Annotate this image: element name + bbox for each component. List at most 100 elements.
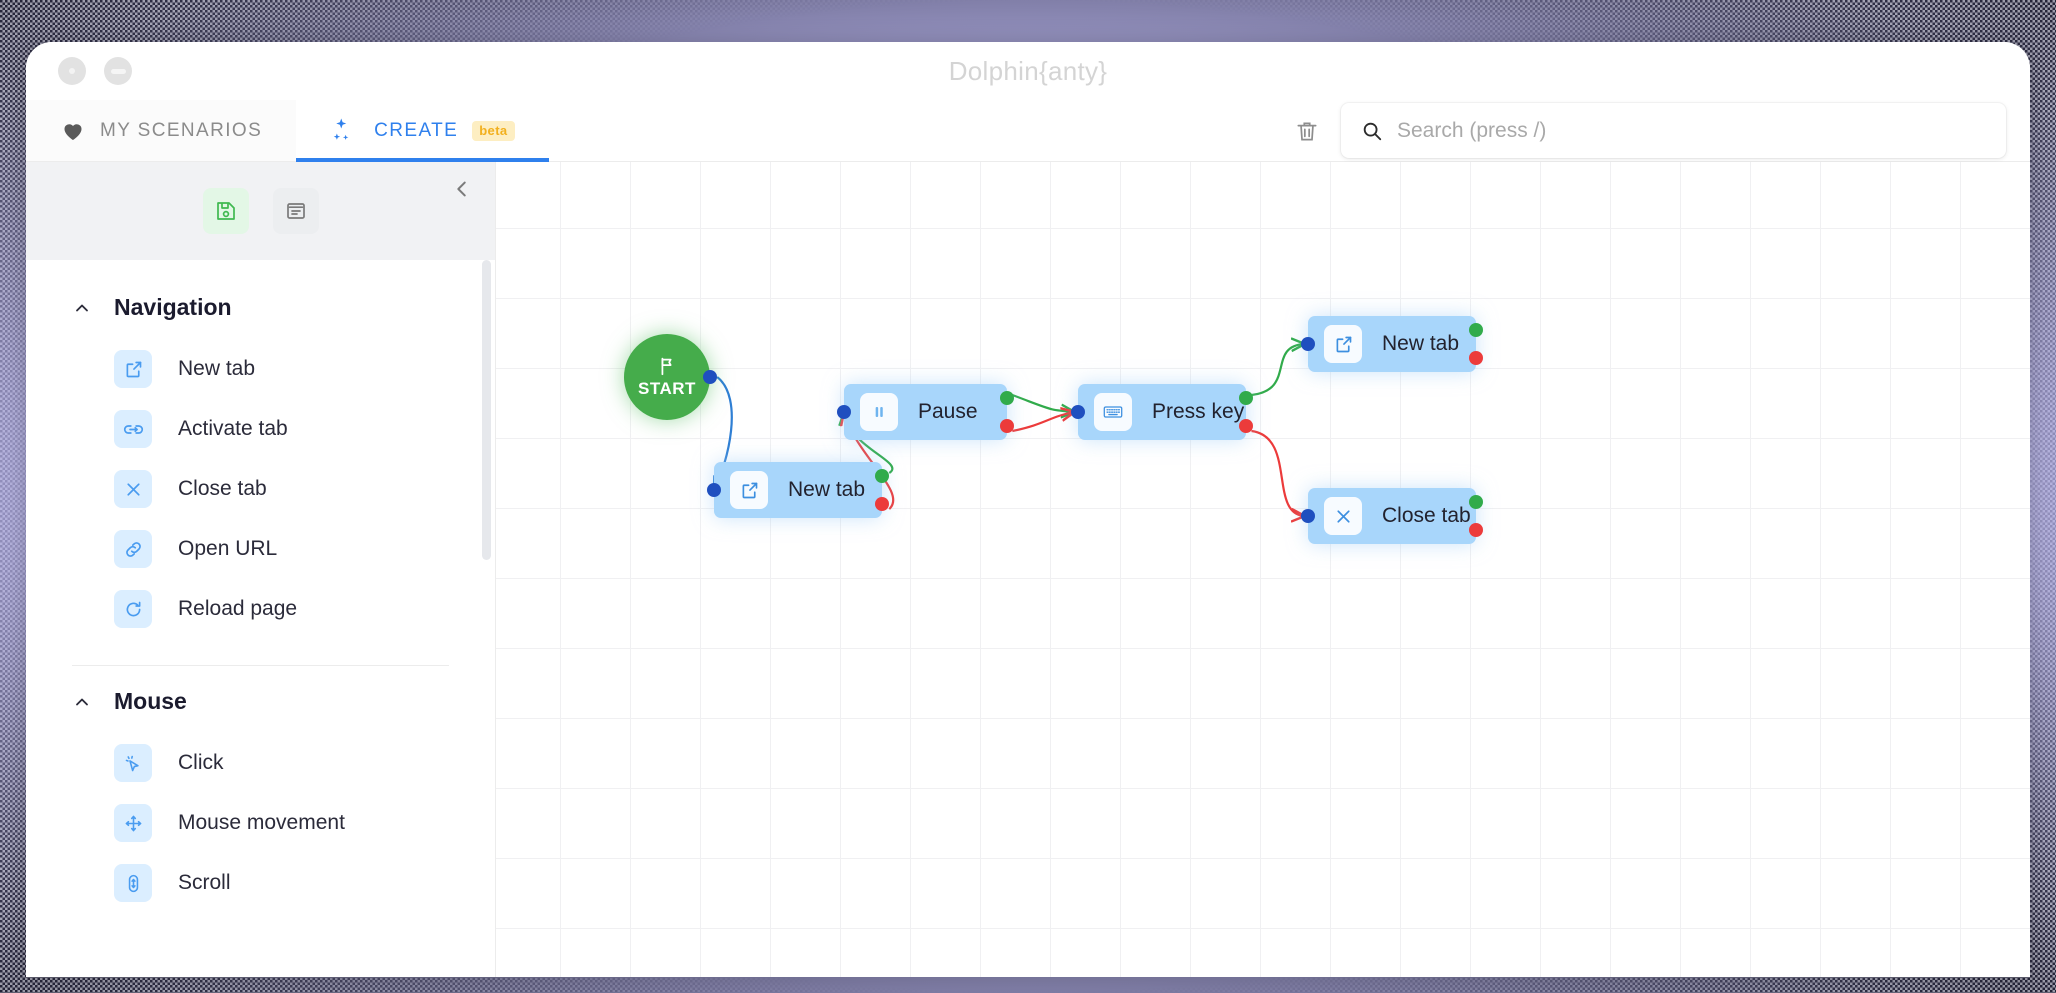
node-label: New tab <box>788 478 866 501</box>
template-button[interactable] <box>272 188 319 234</box>
tab-my-scenarios[interactable]: MY SCENARIOS <box>26 100 297 161</box>
minimize-button[interactable] <box>104 57 132 85</box>
trash-icon <box>1297 122 1317 141</box>
port-output-success[interactable] <box>1000 391 1014 405</box>
reload-circle-icon <box>114 590 152 628</box>
keyboard-icon <box>1094 393 1132 431</box>
pause-icon <box>860 393 898 431</box>
node-new-tab-1[interactable]: New tab <box>707 462 889 518</box>
sidebar-item-label: Click <box>178 751 224 774</box>
page-title: Dolphin{anty} <box>948 55 1108 86</box>
sidebar-item-new-tab[interactable]: New tab <box>26 339 495 399</box>
port-output-error[interactable] <box>1469 351 1483 365</box>
group-mouse: Mouse Click Mouse moveme <box>26 666 495 917</box>
sidebar-divider <box>72 665 449 666</box>
search-box[interactable] <box>1341 103 2006 158</box>
link-arrow-icon <box>114 410 152 448</box>
chevron-left-icon <box>457 181 466 197</box>
sidebar-item-close-tab[interactable]: Close tab <box>26 459 495 519</box>
node-close-tab[interactable]: Close tab <box>1301 488 1483 544</box>
tab-my-scenarios-label: MY SCENARIOS <box>100 119 263 141</box>
flow-canvas[interactable]: START New tab <box>496 162 2030 977</box>
edge-presskey-ok-newtab2 <box>1251 344 1304 397</box>
node-pause[interactable]: Pause <box>837 384 1014 440</box>
title-bar: Dolphin{anty} <box>26 42 2030 100</box>
document-template-icon <box>286 203 305 219</box>
port-output-error[interactable] <box>1239 419 1253 433</box>
sidebar-item-mouse-movement[interactable]: Mouse movement <box>26 793 495 853</box>
window-controls <box>58 57 132 85</box>
port-output-success[interactable] <box>1469 323 1483 337</box>
port-input[interactable] <box>837 405 851 419</box>
sidebar: Navigation New tab Activ <box>26 162 496 977</box>
sidebar-item-open-url[interactable]: Open URL <box>26 519 495 579</box>
chain-link-icon <box>114 530 152 568</box>
sidebar-item-label: Open URL <box>178 537 278 560</box>
port-output-success[interactable] <box>1469 495 1483 509</box>
group-mouse-header[interactable]: Mouse <box>26 666 495 733</box>
beta-badge: beta <box>472 120 515 141</box>
close-button[interactable] <box>58 57 86 85</box>
edge-presskey-err-closetab <box>1251 429 1304 516</box>
save-disk-icon <box>216 202 235 220</box>
sidebar-item-label: Reload page <box>178 597 298 620</box>
move-arrows-icon <box>114 804 152 842</box>
search-icon <box>1363 122 1382 140</box>
sidebar-item-scroll[interactable]: Scroll <box>26 853 495 913</box>
node-label: New tab <box>1382 332 1460 355</box>
sidebar-item-activate-tab[interactable]: Activate tab <box>26 399 495 459</box>
edge-pause-err-presskey <box>1012 412 1074 433</box>
port-start-output[interactable] <box>703 370 717 384</box>
sidebar-item-click[interactable]: Click <box>26 733 495 793</box>
sidebar-scrollbar[interactable] <box>482 260 491 560</box>
chevron-up-icon <box>76 698 88 705</box>
close-x-icon <box>114 470 152 508</box>
group-navigation-header[interactable]: Navigation <box>26 272 495 339</box>
chevron-up-icon <box>76 304 88 311</box>
node-start-label: START <box>638 379 696 398</box>
sidebar-item-label: Scroll <box>178 871 231 894</box>
sidebar-item-label: Mouse movement <box>178 811 345 834</box>
port-input[interactable] <box>1071 405 1085 419</box>
save-scenario-button[interactable] <box>202 188 249 234</box>
flag-icon <box>661 357 672 376</box>
port-output-error[interactable] <box>875 497 889 511</box>
tab-create[interactable]: CREATE beta <box>296 100 549 162</box>
port-output-error[interactable] <box>1000 419 1014 433</box>
node-press-key[interactable]: Press key <box>1071 384 1253 440</box>
minimize-icon <box>110 68 126 74</box>
external-link-icon <box>1324 325 1362 363</box>
close-icon <box>69 68 75 74</box>
close-x-icon <box>1324 497 1362 535</box>
port-input[interactable] <box>707 483 721 497</box>
search-input[interactable] <box>1397 118 1986 143</box>
magic-sparkle-icon <box>333 118 349 140</box>
sidebar-item-reload-page[interactable]: Reload page <box>26 579 495 639</box>
tab-create-label: CREATE <box>374 119 459 141</box>
delete-button[interactable] <box>1287 111 1327 151</box>
tab-strip: MY SCENARIOS CREATE beta <box>26 100 2030 162</box>
node-start[interactable]: START <box>624 334 717 420</box>
toolbar-right <box>1287 100 2030 161</box>
node-label: Close tab <box>1382 504 1471 527</box>
scroll-updown-icon <box>114 864 152 902</box>
group-navigation-title: Navigation <box>114 294 232 320</box>
port-input[interactable] <box>1301 509 1315 523</box>
sidebar-item-label: Activate tab <box>178 417 288 440</box>
app-window: Dolphin{anty} MY SCENARIOS CREATE beta <box>26 42 2030 977</box>
sidebar-list[interactable]: Navigation New tab Activ <box>26 260 495 977</box>
flow-canvas-inner: START New tab <box>496 162 2030 977</box>
external-link-icon <box>730 471 768 509</box>
port-input[interactable] <box>1301 337 1315 351</box>
sidebar-toolbar <box>26 162 495 260</box>
cursor-click-icon <box>114 744 152 782</box>
node-label: Press key <box>1152 400 1245 423</box>
collapse-sidebar-button[interactable] <box>447 174 477 204</box>
port-output-success[interactable] <box>1239 391 1253 405</box>
group-mouse-title: Mouse <box>114 688 187 714</box>
node-label: Pause <box>918 400 978 423</box>
port-output-success[interactable] <box>875 469 889 483</box>
port-output-error[interactable] <box>1469 523 1483 537</box>
node-new-tab-2[interactable]: New tab <box>1301 316 1483 372</box>
